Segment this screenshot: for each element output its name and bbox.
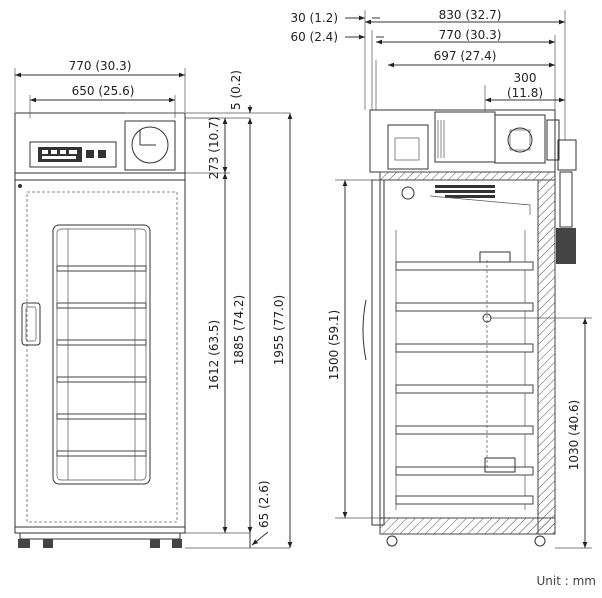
- side-depth-697: 697 (27.4): [434, 49, 497, 63]
- front-shelves: [56, 229, 147, 480]
- front-width-770: 770 (30.3): [69, 59, 132, 73]
- front-height-65: 65 (2.6): [257, 480, 271, 528]
- side-handle: [362, 299, 367, 361]
- side-body-outline: [379, 171, 556, 535]
- door-outline: [26, 191, 178, 523]
- side-accessory: [556, 228, 576, 264]
- side-height-1030: 1030 (40.6): [567, 400, 581, 470]
- side-dim-30: 30 (1.2): [290, 11, 338, 25]
- front-height-273: 273 (10.7): [207, 117, 221, 180]
- display-panel: [38, 147, 82, 162]
- side-door: [371, 179, 385, 526]
- bottom-insulation: [379, 517, 556, 535]
- rear-wall-insulation: [537, 179, 556, 535]
- side-shelves: [395, 261, 534, 505]
- front-feet: [18, 539, 182, 548]
- side-dim-300: 300: [514, 71, 537, 85]
- side-dim-300-inch: (11.8): [507, 86, 543, 100]
- side-depth-830: 830 (32.7): [439, 8, 502, 22]
- front-view: 770 (30.3) 650 (25.6) 5 (0.2) 273 (10.7)…: [14, 59, 293, 549]
- recorder-dial-icon: [131, 126, 169, 164]
- compressor-icon: [507, 127, 533, 153]
- side-height-1500: 1500 (59.1): [327, 310, 341, 380]
- caster-front: [386, 535, 398, 547]
- door-window: [52, 224, 151, 485]
- front-height-1612: 1612 (63.5): [207, 320, 221, 390]
- side-view: 30 (1.2) 60 (2.4) 830 (32.7) 770 (30.3) …: [290, 8, 592, 549]
- side-dim-60: 60 (2.4): [290, 30, 338, 44]
- sensor-box: [484, 457, 516, 473]
- caster-rear: [534, 535, 546, 547]
- door-handle: [21, 302, 41, 346]
- control-panel: [29, 141, 117, 168]
- side-depth-770: 770 (30.3): [439, 28, 502, 42]
- compressor-unit: [494, 114, 546, 164]
- chart-recorder: [124, 120, 176, 171]
- front-height-1955: 1955 (77.0): [272, 295, 286, 365]
- front-gap-5: 5 (0.2): [229, 70, 243, 110]
- front-width-650: 650 (25.6): [72, 84, 135, 98]
- front-height-1885: 1885 (74.2): [232, 295, 246, 365]
- fan-icon: [401, 186, 415, 200]
- unit-note: Unit : mm: [537, 574, 596, 588]
